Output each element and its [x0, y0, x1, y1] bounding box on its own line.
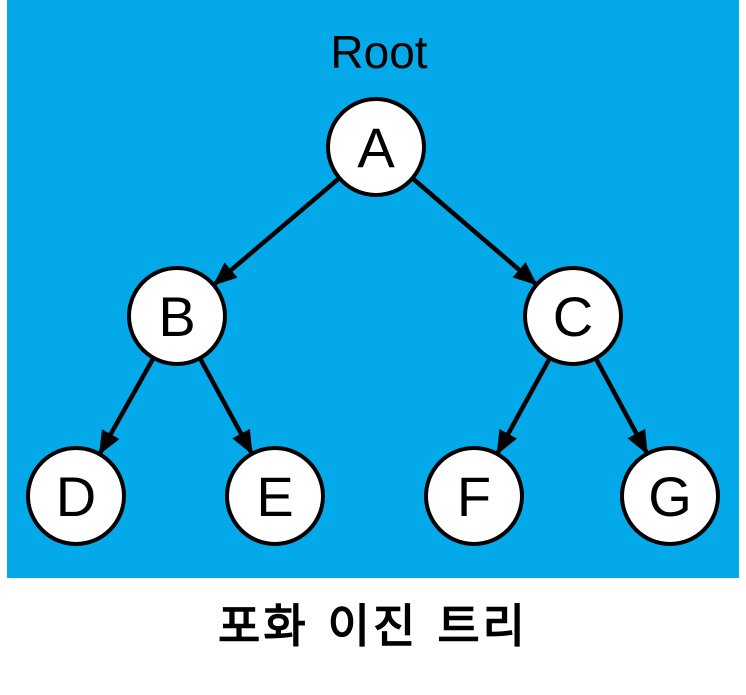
edge-c-g	[593, 357, 649, 455]
edges-layer	[98, 176, 649, 456]
node-label: E	[256, 465, 293, 528]
tree-node-g: G	[620, 446, 720, 546]
root-label: Root	[330, 26, 427, 78]
node-circle	[225, 446, 325, 546]
tree-node-e: E	[225, 446, 325, 546]
nodes-layer: A B C D E F G	[26, 97, 720, 546]
tree-node-d: D	[26, 446, 126, 546]
tree-node-c: C	[523, 266, 623, 366]
tree-node-a: A	[326, 97, 426, 197]
tree-diagram: Root A B C D E F G	[26, 26, 720, 546]
diagram-caption: 포화 이진 트리	[218, 599, 528, 653]
edge-a-c	[410, 176, 538, 286]
node-circle	[523, 266, 623, 366]
node-circle	[127, 266, 227, 366]
node-label: D	[56, 465, 96, 528]
edge-b-e	[197, 357, 254, 455]
tree-node-b: B	[127, 266, 227, 366]
node-label: A	[357, 116, 395, 179]
diagram-panel	[7, 0, 739, 578]
edge-b-d	[98, 356, 156, 456]
node-label: G	[648, 465, 692, 528]
node-circle	[620, 446, 720, 546]
edge-a-b	[212, 176, 341, 286]
node-label: C	[553, 285, 593, 348]
edge-c-f	[495, 356, 552, 455]
node-circle	[326, 97, 426, 197]
node-label: F	[457, 465, 491, 528]
tree-node-f: F	[424, 446, 524, 546]
node-circle	[26, 446, 126, 546]
node-circle	[424, 446, 524, 546]
node-label: B	[158, 285, 195, 348]
